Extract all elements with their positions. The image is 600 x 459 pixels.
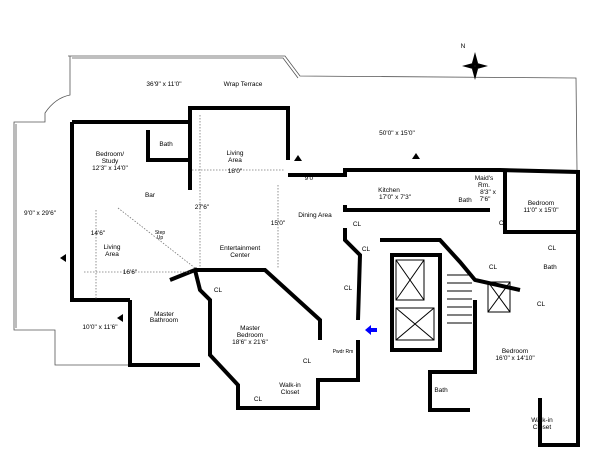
closet-label: CL — [548, 245, 557, 252]
room-labels: 36'9" x 11'0" Wrap Terrace 50'0" x 15'0"… — [24, 81, 559, 431]
master-bedroom-label: Master — [240, 325, 261, 332]
door-arrow-icon — [60, 254, 66, 262]
living-area-dim: 18'0" — [228, 168, 243, 175]
closet-label: CL — [353, 221, 362, 228]
master-bathroom-label: Bathroom — [150, 317, 178, 324]
step-up-label: Up — [157, 235, 164, 241]
maids-bath-label: Bath — [458, 197, 472, 204]
entertainment-label: Center — [230, 252, 250, 259]
terrace-dim-bottom-left: 10'0" x 11'6" — [82, 324, 118, 331]
closet-label: CL — [362, 246, 371, 253]
elevators — [395, 259, 511, 341]
dining-area-label: Dining Area — [298, 212, 332, 219]
living-area-label: Area — [228, 157, 242, 164]
entertainment-dim: 27'6" — [195, 204, 210, 211]
step-up-label: Step — [155, 230, 166, 236]
walkin-closet-label: Closet — [281, 389, 300, 396]
bath-label: Bath — [159, 141, 173, 148]
powder-room-label: Pwdr Rm — [333, 349, 354, 355]
walkin-closet-se-label: Walk-in — [531, 417, 553, 424]
maids-room-label: Maid's — [475, 175, 494, 182]
dining-dim-horizontal: 9'0" — [305, 175, 316, 182]
bath-ne-label: Bath — [543, 264, 557, 271]
bedroom-study-label: Study — [102, 158, 119, 165]
maids-room-dims: 8'3" x — [480, 189, 497, 196]
north-label: N — [461, 43, 466, 50]
closet-label: CL — [254, 396, 263, 403]
entry-arrow-icon — [365, 325, 377, 335]
living-lower-dim-h: 16'6" — [123, 269, 138, 276]
kitchen-label: Kitchen — [378, 187, 400, 194]
bedroom-se-dims: 16'0" x 14'10" — [495, 355, 535, 362]
north-compass: N — [461, 43, 488, 80]
living-area-lower-label: Living — [104, 244, 121, 251]
bedroom-ne-dims: 11'0" x 15'0" — [523, 207, 559, 214]
door-arrow-icon — [117, 314, 123, 322]
master-bathroom-label: Master — [154, 311, 175, 318]
bedroom-ne-label: Bedroom — [528, 200, 554, 207]
terrace-dim-right: 50'0" x 15'0" — [379, 130, 415, 137]
terrace-dim-top: 36'9" x 11'0" — [146, 81, 182, 88]
closet-label: CL — [344, 285, 353, 292]
kitchen-dims: 17'0" x 7'3" — [379, 194, 412, 201]
living-area-lower-label: Area — [105, 251, 119, 258]
door-arrow-icon — [294, 155, 302, 161]
entertainment-label: Entertainment — [220, 245, 261, 252]
bar-label: Bar — [145, 192, 156, 199]
closet-label: CL — [499, 220, 508, 227]
terrace-dim-left: 9'0" x 29'6" — [24, 210, 57, 217]
bath-se-label: Bath — [434, 387, 448, 394]
walkin-closet-label: Walk-in — [279, 382, 301, 389]
maids-room-label: Rm. — [478, 182, 490, 189]
closet-label: CL — [214, 287, 223, 294]
stairs — [447, 274, 472, 324]
master-bedroom-label: Bedroom — [237, 332, 263, 339]
terrace-outline — [13, 55, 578, 366]
terrace-name: Wrap Terrace — [224, 81, 263, 88]
walls — [70, 106, 580, 447]
closet-label: CL — [537, 301, 546, 308]
bedroom-study-label: Bedroom/ — [96, 151, 124, 158]
door-arrow-icon — [412, 153, 420, 159]
closet-label: CL — [489, 264, 498, 271]
bedroom-se-label: Bedroom — [502, 348, 528, 355]
closet-label: CL — [303, 358, 312, 365]
walkin-closet-se-label: Closet — [533, 424, 552, 431]
dimension-lines — [84, 115, 285, 300]
maids-room-dims: 7'6" — [480, 196, 491, 203]
master-bedroom-dims: 18'6" x 21'6" — [232, 339, 268, 346]
living-area-label: Living — [227, 150, 244, 157]
living-lower-dim: 14'6" — [91, 230, 106, 237]
bedroom-study-dims: 12'3" x 14'0" — [92, 165, 128, 172]
dining-dim-vertical: 15'0" — [271, 220, 286, 227]
